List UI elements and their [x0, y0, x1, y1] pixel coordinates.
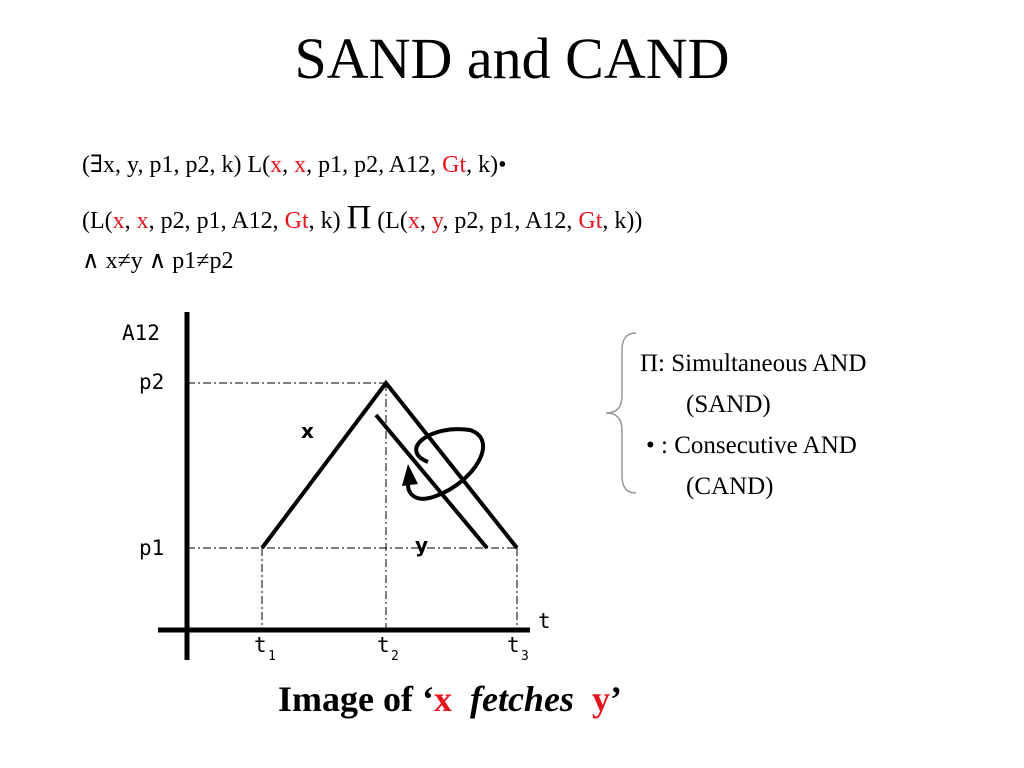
formula-line-2: (L(x, x, p2, p1, A12, Gt, k) Π (L(x, y, …	[82, 201, 643, 236]
formula-text: , p2, p1, A12,	[442, 208, 579, 234]
t3-label: t	[507, 633, 520, 657]
t-axis-label: t	[538, 609, 551, 633]
formula-text: , p2, p1, A12,	[148, 208, 285, 234]
formula-var-x: x	[136, 208, 149, 234]
y-axis-label: A12	[122, 321, 160, 345]
x-line-label: x	[301, 419, 314, 443]
caption-x: x	[433, 679, 452, 719]
t1-subscript: 1	[268, 649, 276, 664]
formula-text: (L(	[371, 208, 408, 234]
legend-sand-abbr: (SAND)	[686, 391, 771, 418]
p2-label: p2	[139, 370, 164, 394]
formula-text: (L(	[82, 208, 113, 234]
formula-text: ,	[419, 208, 432, 234]
y-line-label: y	[415, 533, 428, 557]
formula-var-gt: Gt	[442, 152, 467, 178]
legend: Π: Simultaneous AND (SAND) • : Consecuti…	[640, 343, 866, 507]
formula-text: ,	[124, 208, 137, 234]
formula-var-gt: Gt	[578, 208, 603, 234]
formula-line-3: ∧ x≠y ∧ p1≠p2	[82, 248, 234, 274]
arrow-head-icon	[402, 464, 418, 486]
formula-text: , p1, p2, A12,	[306, 152, 443, 178]
t2-subscript: 2	[391, 649, 399, 664]
formula-var-gt: Gt	[284, 208, 309, 234]
p1-label: p1	[139, 536, 164, 560]
line-y	[374, 413, 489, 550]
legend-cand: • : Consecutive AND	[646, 432, 857, 459]
formula-var-x: x	[294, 152, 307, 178]
formula-text: ,	[282, 152, 295, 178]
formula-var-x: x	[270, 152, 283, 178]
formula-text: (∃x, y, p1, p2, k) L(	[82, 152, 271, 178]
formula-text: , k)	[308, 208, 347, 234]
caption: Image of ‘x fetches y’	[0, 678, 900, 720]
formula-line-1: (∃x, y, p1, p2, k) L(x, x, p1, p2, A12, …	[82, 150, 507, 180]
formula-var-y: y	[431, 208, 443, 234]
legend-sand: Π: Simultaneous AND	[640, 350, 867, 377]
caption-y: y	[591, 679, 610, 719]
t1-label: t	[254, 633, 267, 657]
legend-brace	[605, 332, 637, 494]
formula-var-x: x	[112, 208, 125, 234]
formula-text: , k)•	[466, 152, 507, 178]
caption-fetches: fetches	[469, 679, 574, 719]
sand-operator: Π	[346, 199, 372, 236]
caption-text: ’	[609, 679, 622, 719]
legend-cand-abbr: (CAND)	[686, 473, 774, 500]
caption-text: Image of ‘	[278, 679, 434, 719]
slide-title: SAND and CAND	[294, 26, 730, 91]
t3-subscript: 3	[521, 649, 529, 664]
formula-text: , k))	[602, 208, 643, 234]
rotation-arrow	[406, 427, 485, 501]
formula-var-x: x	[407, 208, 420, 234]
t2-label: t	[377, 633, 390, 657]
line-x	[260, 379, 519, 550]
